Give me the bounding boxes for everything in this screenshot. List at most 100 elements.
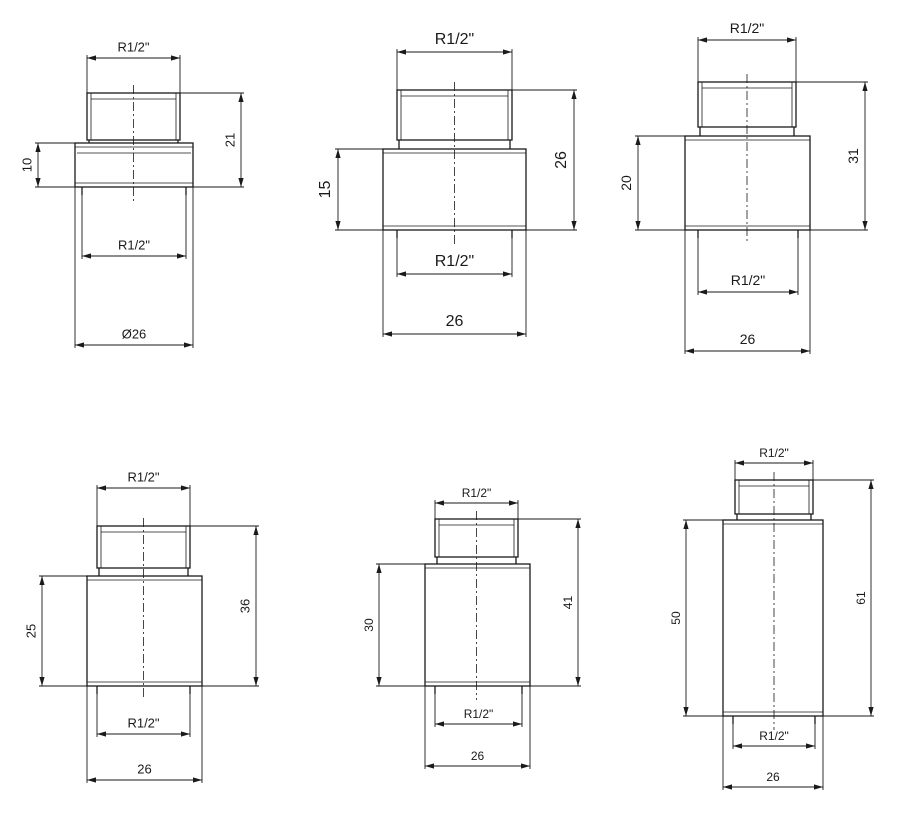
dimension-arrow (575, 519, 581, 528)
dimension-arrow (376, 564, 382, 573)
dimension-arrow (75, 342, 84, 348)
width-dimension: 26 (446, 313, 464, 330)
dimension-arrow (435, 500, 444, 506)
dimension-arrow (376, 677, 382, 686)
top-thread-dimension: R1/2" (435, 31, 474, 48)
dimension-arrow (804, 460, 813, 466)
bottom-thread-dimension: R1/2" (127, 716, 159, 731)
dimension-arrow (801, 348, 810, 354)
dimension-arrow (521, 763, 530, 769)
dimension-arrow (238, 178, 244, 187)
top-thread-dimension: R1/2" (127, 470, 159, 485)
width-dimension: Ø26 (122, 327, 147, 342)
dimension-arrow (635, 136, 641, 145)
dimension-arrow (683, 707, 689, 716)
width-dimension: 26 (137, 762, 151, 777)
fitting-3: R1/2" R1/2" 26 20 31 (618, 20, 868, 354)
top-thread-dimension: R1/2" (759, 446, 789, 460)
dimension-arrow (723, 784, 732, 790)
dimension-arrow (806, 743, 815, 749)
dimension-arrow (868, 707, 874, 716)
width-dimension: 26 (766, 770, 780, 784)
bottom-thread-dimension: R1/2" (435, 253, 474, 270)
dimension-arrow (181, 731, 190, 737)
dimension-arrow (435, 721, 444, 727)
dimension-arrow (253, 526, 259, 535)
dimension-arrow (862, 221, 868, 230)
dimension-arrow (177, 253, 186, 259)
dimension-arrow (868, 480, 874, 489)
bottom-thread-dimension: R1/2" (731, 272, 766, 288)
top-thread-dimension: R1/2" (462, 486, 492, 500)
fitting-5: R1/2" R1/2" 26 30 41 (362, 486, 581, 769)
dimension-arrow (787, 37, 796, 43)
bottom-thread-dimension: R1/2" (464, 707, 494, 721)
dimension-arrow (575, 677, 581, 686)
dimension-arrow (571, 90, 577, 99)
dimension-arrow (87, 55, 96, 61)
shoulder-body (722, 519, 824, 717)
shoulder-height-dimension: 10 (20, 158, 35, 172)
total-height-dimension: 41 (561, 596, 575, 610)
dimension-arrow (683, 520, 689, 529)
dimension-arrow (733, 743, 742, 749)
total-height-dimension: 36 (238, 599, 253, 613)
fitting-2: R1/2" R1/2" 26 15 26 (317, 31, 577, 337)
dimension-arrow (82, 253, 91, 259)
dimension-arrow (814, 784, 823, 790)
dimension-arrow (253, 677, 259, 686)
dimension-arrow (862, 82, 868, 91)
dimension-arrow (181, 485, 190, 491)
dimension-arrow (397, 49, 406, 55)
bottom-thread-dimension: R1/2" (759, 729, 789, 743)
width-dimension: 26 (471, 749, 485, 763)
bottom-thread-dimension: R1/2" (118, 238, 150, 253)
dimension-arrow (383, 331, 392, 337)
dimension-arrow (685, 348, 694, 354)
dimension-arrow (171, 55, 180, 61)
dimension-arrow (425, 763, 434, 769)
dimension-arrow (513, 721, 522, 727)
dimension-arrow (571, 221, 577, 230)
dimension-arrow (789, 289, 798, 295)
top-thread-dimension: R1/2" (117, 40, 149, 55)
shoulder-body (74, 142, 194, 188)
dimension-arrow (184, 342, 193, 348)
shoulder-body (86, 575, 203, 687)
dimension-arrow (698, 37, 707, 43)
dimension-arrow (517, 331, 526, 337)
dimension-arrow (335, 149, 341, 158)
dimension-arrow (39, 677, 45, 686)
dimension-arrow (193, 777, 202, 783)
top-thread-body (396, 89, 513, 141)
dimension-arrow (509, 500, 518, 506)
shoulder-height-dimension: 20 (618, 175, 634, 191)
dimension-arrow (87, 777, 96, 783)
dimension-arrow (335, 221, 341, 230)
dimension-arrow (635, 221, 641, 230)
dimension-arrow (97, 485, 106, 491)
dimension-arrow (35, 178, 41, 187)
shoulder-height-dimension: 15 (317, 181, 334, 199)
total-height-dimension: 31 (845, 148, 861, 164)
top-thread-dimension: R1/2" (730, 20, 765, 36)
dimension-arrow (397, 271, 406, 277)
dimension-arrow (97, 731, 106, 737)
dimension-arrow (698, 289, 707, 295)
dimension-arrow (39, 576, 45, 585)
total-height-dimension: 26 (553, 151, 570, 169)
dimension-arrow (503, 49, 512, 55)
shoulder-height-dimension: 30 (362, 618, 376, 632)
dimension-arrow (503, 271, 512, 277)
total-height-dimension: 61 (854, 591, 868, 605)
shoulder-body (424, 563, 531, 687)
dimension-arrow (735, 460, 744, 466)
dimension-arrow (35, 143, 41, 152)
dimension-arrow (238, 93, 244, 102)
width-dimension: 26 (740, 331, 756, 347)
shoulder-body (684, 135, 811, 231)
